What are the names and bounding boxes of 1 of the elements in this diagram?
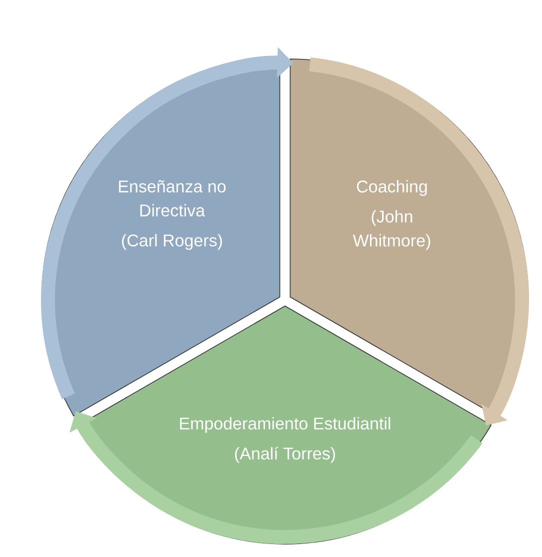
pie-sector: Empoderamiento Estudiantil (Analí Torres): [78, 306, 492, 544]
